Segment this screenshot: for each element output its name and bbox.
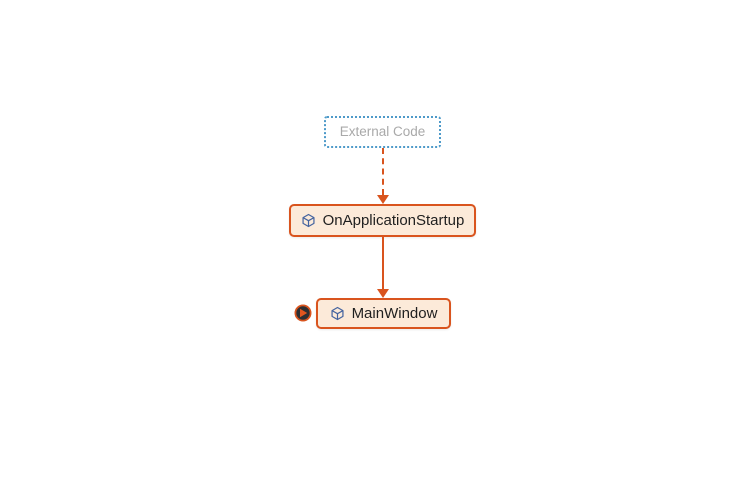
node-on-application-startup[interactable]: OnApplicationStartup xyxy=(289,204,476,237)
cube-icon xyxy=(330,306,345,321)
node-label: MainWindow xyxy=(351,305,438,322)
arrowhead-down-icon xyxy=(377,195,389,204)
dashed-connector-line xyxy=(382,148,384,195)
edge-external-to-startup[interactable] xyxy=(376,148,390,204)
cube-icon xyxy=(301,213,316,228)
arrowhead-down-icon xyxy=(377,289,389,298)
node-main-window[interactable]: MainWindow xyxy=(316,298,451,329)
node-label: OnApplicationStartup xyxy=(322,212,465,229)
node-label: External Code xyxy=(339,124,426,140)
instruction-pointer-badge xyxy=(294,304,312,322)
solid-connector-line xyxy=(382,237,384,289)
edge-startup-to-mainwindow[interactable] xyxy=(376,237,390,298)
node-external-code[interactable]: External Code xyxy=(324,116,441,148)
